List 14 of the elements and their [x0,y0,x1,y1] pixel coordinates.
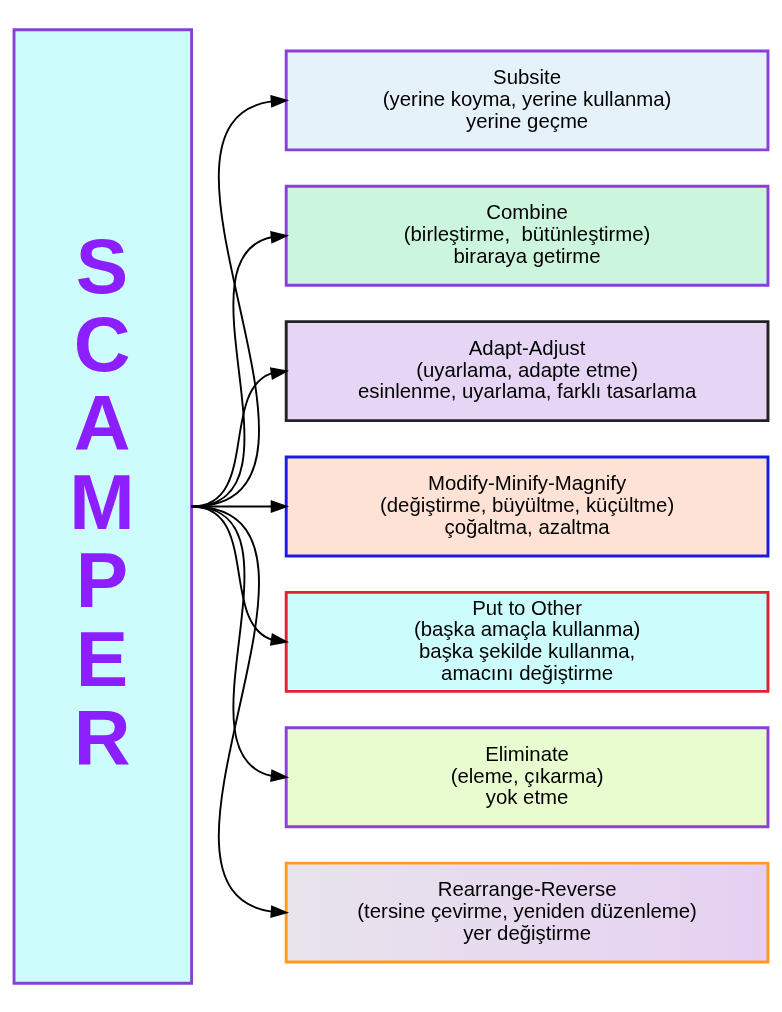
arrow [190,505,290,646]
arrow [190,505,290,918]
node-box: Adapt-Adjust (uyarlama, adapte etme) esinlenme, uyarlama, farklı tasarlama [284,319,770,422]
node-box: S C A M P E R [12,27,194,985]
node-box: Eliminate (eleme, çıkarma) yok etme [284,725,770,828]
arrow [190,94,290,507]
arrow [190,366,290,507]
node-box: Subsite (yerine koyma, yerine kullanma) yerine geçme [284,48,770,151]
arrow [190,230,290,507]
arrow [190,505,290,782]
node-box: Rearrange-Reverse (tersine çevirme, yeniden düzenleme) yer değiştirme [284,861,770,964]
node-box: Combine (birleştirme, bütünleştirme) biraraya getirme [284,184,770,287]
node-box: Put to Other (başka amaçla kullanma) başka şekilde kullanma, amacını değiştirme [284,590,770,693]
node-box: Modify-Minify-Magnify (değiştirme, büyültme, küçültme) çoğaltma, azaltma [284,455,770,557]
